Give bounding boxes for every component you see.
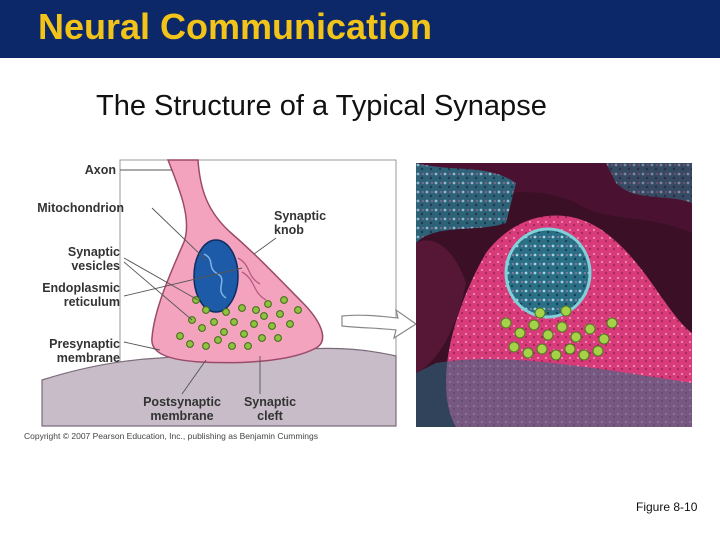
electron-micrograph-image (416, 163, 692, 427)
label-presynaptic-line2: membrane (57, 351, 120, 365)
synapse-diagram: Axon Mitochondrion Synaptic knob Synapti… (37, 159, 397, 427)
mitochondrion-shape (193, 239, 239, 313)
label-presynaptic-line1: Presynaptic (49, 337, 120, 351)
figure-label: Figure 8-10 (636, 500, 698, 514)
label-cleft-line2: cleft (257, 409, 284, 423)
label-synaptic-vesicles-line1: Synaptic (68, 245, 120, 259)
endoplasmic-reticulum-shape (237, 257, 267, 301)
label-synaptic-vesicles-line2: vesicles (71, 259, 120, 273)
label-mitochondrion: Mitochondrion (37, 201, 124, 215)
label-postsynaptic-line1: Postsynaptic (143, 395, 221, 409)
label-synaptic-knob-line2: knob (274, 223, 304, 237)
label-cleft-line1: Synaptic (244, 395, 296, 409)
label-postsynaptic-line2: membrane (150, 409, 213, 423)
slide-title: Neural Communication (38, 6, 433, 47)
slide-subtitle: The Structure of a Typical Synapse (96, 90, 547, 122)
synaptic-vesicles (176, 296, 302, 350)
copyright-notice: Copyright © 2007 Pearson Education, Inc.… (24, 431, 319, 441)
right-arrow-icon (341, 308, 418, 340)
leader-lines (120, 169, 277, 395)
label-synaptic-knob-line1: Synaptic (274, 209, 326, 223)
label-axon: Axon (85, 163, 116, 177)
label-er-line2: reticulum (64, 295, 120, 309)
title-bar: Neural Communication (0, 0, 720, 58)
label-er-line1: Endoplasmic (42, 281, 120, 295)
